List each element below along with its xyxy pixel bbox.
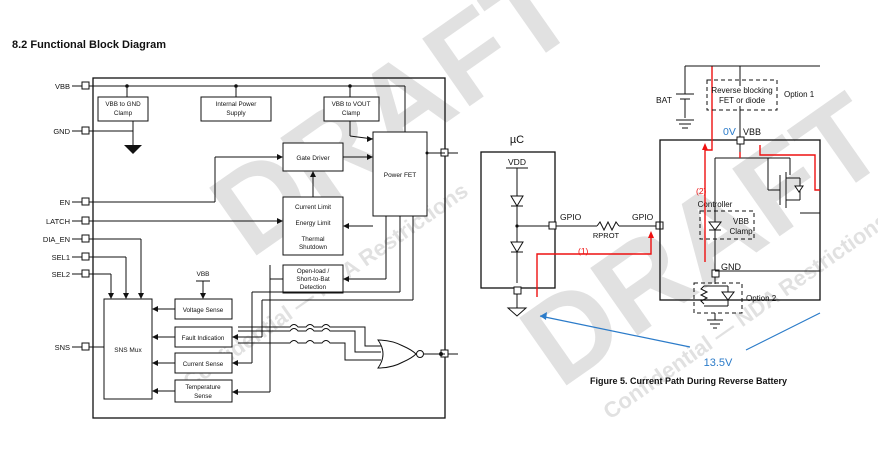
path-2-label: (2) xyxy=(696,186,707,196)
svg-text:Voltage Sense: Voltage Sense xyxy=(183,307,224,314)
svg-text:Clamp: Clamp xyxy=(114,110,133,117)
gnd-node-label: GND xyxy=(721,262,742,272)
uc-diode-bottom xyxy=(510,241,524,253)
svg-text:Current Limit: Current Limit xyxy=(295,204,331,211)
pin-dia-en: DIA_EN xyxy=(43,235,70,244)
pin-latch: LATCH xyxy=(46,217,70,226)
svg-text:Fault Indication: Fault Indication xyxy=(182,335,225,342)
svg-text:Gate Driver: Gate Driver xyxy=(296,155,330,162)
block-power-fet xyxy=(372,131,428,217)
svg-text:FET or diode: FET or diode xyxy=(719,96,766,105)
svg-text:Supply: Supply xyxy=(226,110,246,117)
vbb-sense-label: VBB xyxy=(196,271,209,278)
voltage-label: 13.5V xyxy=(704,357,733,369)
svg-text:Clamp: Clamp xyxy=(342,110,361,117)
option2-label: Option 2 xyxy=(746,294,777,303)
block-current-energy-thermal xyxy=(282,196,344,256)
gpio-ctrl-label: GPIO xyxy=(632,212,654,222)
uc-ground xyxy=(506,307,528,317)
or-gate xyxy=(377,339,417,369)
path-1-label: (1) xyxy=(578,246,589,256)
svg-text:Current Sense: Current Sense xyxy=(183,361,224,368)
svg-text:VBB: VBB xyxy=(733,217,749,226)
section-title: 8.2 Functional Block Diagram xyxy=(12,39,166,51)
rprot-resistor xyxy=(596,220,620,232)
block-diagram: VBB GND EN LATCH DIA_EN SEL1 SEL2 SNS xyxy=(43,77,458,419)
svg-text:Clamp: Clamp xyxy=(729,227,753,236)
block-vbb-to-gnd-clamp xyxy=(97,96,149,122)
svg-text:Reverse blocking: Reverse blocking xyxy=(711,86,772,95)
vbb-node-label: VBB xyxy=(743,127,761,137)
svg-text:Shutdown: Shutdown xyxy=(299,244,328,251)
svg-text:Power FET: Power FET xyxy=(384,172,417,179)
reverse-blocking-box xyxy=(706,79,778,111)
option1-label: Option 1 xyxy=(784,90,815,99)
pin-sns: SNS xyxy=(55,343,70,352)
pin-vbb: VBB xyxy=(55,82,70,91)
figure-5: µC VDD GPIO RPROT GPIO (1) Controller xyxy=(480,65,821,386)
uc-diode-top xyxy=(510,195,524,207)
uc-box xyxy=(480,151,556,289)
block-vbb-to-vout-clamp xyxy=(323,96,380,122)
vbb-clamp-box xyxy=(699,210,755,240)
svg-text:VBB to GND: VBB to GND xyxy=(105,101,141,108)
pin-gnd: GND xyxy=(53,127,70,136)
pin-en: EN xyxy=(60,198,70,207)
svg-text:Open-load /: Open-load / xyxy=(297,268,330,275)
svg-text:SNS Mux: SNS Mux xyxy=(114,347,142,354)
vdd-label: VDD xyxy=(508,157,526,167)
zero-v-label: 0V xyxy=(723,126,736,138)
pin-sel1: SEL1 xyxy=(52,253,70,262)
uc-label: µC xyxy=(510,134,524,146)
svg-text:Detection: Detection xyxy=(300,284,327,291)
option2-box xyxy=(693,282,743,314)
svg-text:VBB to VOUT: VBB to VOUT xyxy=(332,101,371,108)
block-sns-mux xyxy=(103,298,153,400)
ground-symbol-left xyxy=(124,145,142,154)
svg-text:Thermal: Thermal xyxy=(301,236,324,243)
svg-text:Internal Power: Internal Power xyxy=(216,101,257,108)
block-internal-power-supply xyxy=(200,96,272,122)
or-gate-bubble xyxy=(416,350,424,358)
device-frame xyxy=(92,77,446,419)
pin-sel2: SEL2 xyxy=(52,270,70,279)
bat-label: BAT xyxy=(656,95,672,105)
svg-text:Sense: Sense xyxy=(194,393,212,400)
svg-text:Short-to-Bat: Short-to-Bat xyxy=(296,276,330,283)
gpio-uc-label: GPIO xyxy=(560,212,582,222)
block-open-load-detection xyxy=(282,264,344,294)
figure5-caption: Figure 5. Current Path During Reverse Ba… xyxy=(590,376,787,386)
svg-text:Temperature: Temperature xyxy=(185,384,221,391)
rprot-label: RPROT xyxy=(593,231,620,240)
option2-resistor xyxy=(699,285,709,305)
svg-text:Energy Limit: Energy Limit xyxy=(296,220,331,227)
